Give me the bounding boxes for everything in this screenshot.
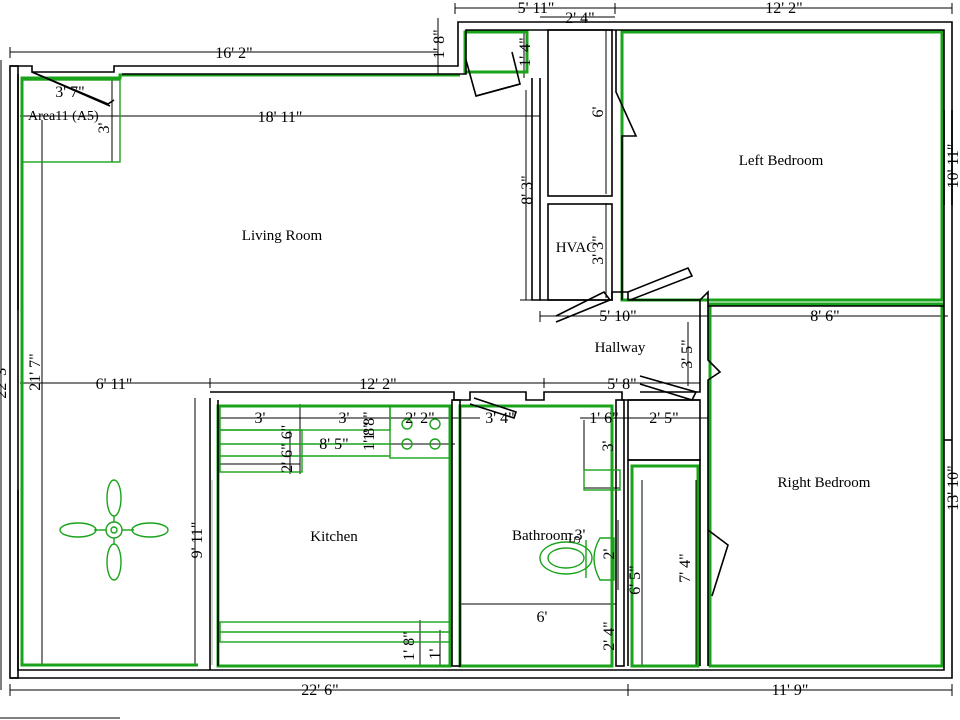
dim-label: 1' 8" [361,421,378,450]
dim-label: 1' 8" [431,29,448,58]
dim-label: 1' [427,648,444,659]
dim-label: 6" [279,425,296,440]
dim-label: 7' 4" [677,553,694,582]
room-label-bathroom: Bathroom [512,528,572,544]
dimension-labels: 5' 11" 12' 2" 2' 4" 16' 2" 1' 8" 1' 4" 3… [0,0,960,699]
dim-label: 2' 4" [601,621,618,650]
dim-label: 3' [96,122,113,133]
dim-label: 3' [339,410,350,427]
dim-label: 3' 3" [590,235,607,264]
dim-label: 3' [600,440,617,451]
room-outlines [20,30,944,668]
dim-label: 5' 11" [518,0,555,17]
dim-label: 8' 3" [519,175,536,204]
kitchen-fixtures [211,405,451,665]
dim-label: 6' 5" [627,565,644,594]
dim-label: 6' 11" [96,376,133,393]
dim-label: 16' 2" [215,45,252,62]
dim-label: 10' 11" [945,144,960,189]
dim-label: 1' 6" [589,410,618,427]
bathroom-fixtures [539,469,621,581]
dim-label: 5' 8" [607,376,636,393]
dim-label: 2' 6" [279,443,296,472]
room-labels: Living Room Left Bedroom Right Bedroom K… [28,109,871,545]
dim-label: 5' [567,532,584,543]
ceiling-fan-icon [59,479,169,581]
room-label-hallway: Hallway [595,340,646,356]
dim-label: 1' 8" [361,411,378,440]
room-label-kitchen: Kitchen [310,529,358,545]
dim-label: 2' [601,548,618,559]
room-label-area: Area11 (A5) [28,109,99,124]
dim-label: 12' 2" [359,376,396,393]
room-label-right-bedroom: Right Bedroom [778,475,871,491]
dim-label: 1' 4" [517,37,534,66]
dim-label: 21' 7" [27,353,44,390]
dim-label: 3' 7" [55,84,84,101]
dim-label: 3' [575,527,586,544]
dim-label: 12' 2" [765,0,802,17]
room-label-left-bedroom: Left Bedroom [739,153,824,169]
dim-label: 6' [537,609,548,626]
doors [31,51,698,420]
dim-label: 8' 6" [810,308,839,325]
dim-label: 5' 10" [599,308,636,325]
toilet-icon [593,537,615,581]
room-label-living: Living Room [242,228,323,244]
dim-label: 3' [255,410,266,427]
dim-label: 22' 6" [301,682,338,699]
dim-label: 6' [590,106,607,117]
dim-label: 18' 11" [258,109,303,126]
dim-label: 2' 2" [405,410,434,427]
dim-label: 3' 4" [485,410,514,427]
walls [6,21,953,679]
sink-icon [539,541,593,575]
dim-label: 2' 5" [649,410,678,427]
dim-label: 13' 10" [945,465,960,510]
dim-label: 11' 9" [772,682,809,699]
dim-label: 1' 8" [401,631,418,660]
dim-label: 3' 5" [679,339,696,368]
dim-label: 22' 3" [0,361,10,398]
stove-icon [389,405,451,459]
dim-label: 8' 5" [319,436,348,453]
dimension-lines [0,3,953,719]
dim-label: 2' 4" [565,10,594,27]
room-label-hvac: HVAC [556,240,597,256]
dim-label: 9' 11" [189,522,206,559]
